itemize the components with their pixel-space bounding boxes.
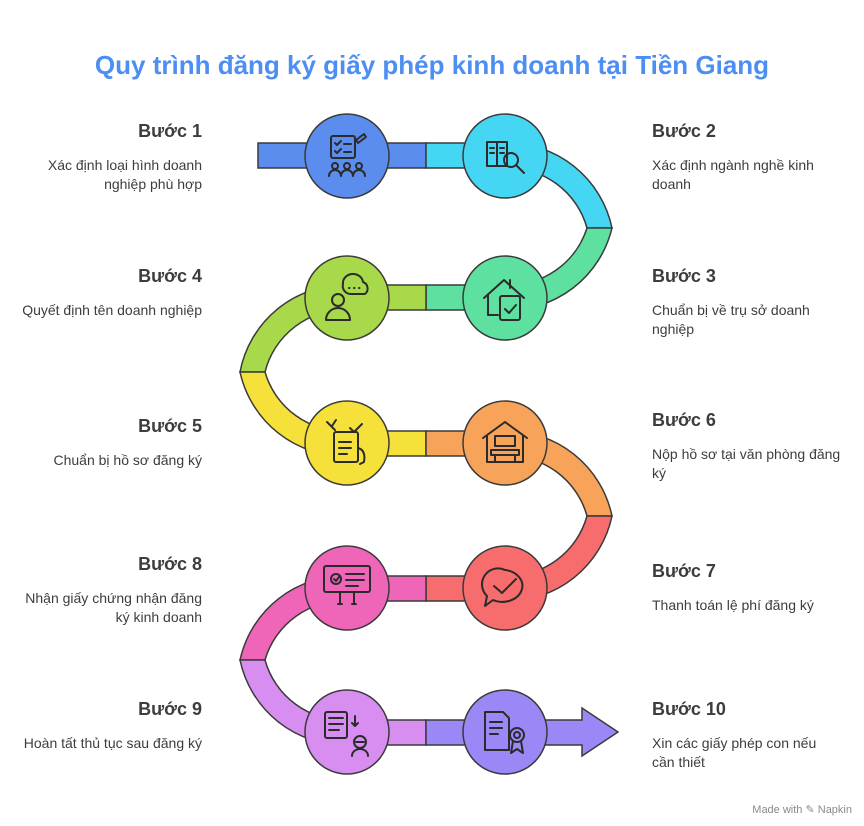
step-2: Bước 2 Xác định ngành nghề kinh doanh bbox=[652, 121, 842, 194]
step-8-title: Bước 8 bbox=[138, 554, 202, 574]
step-9: Bước 9 Hoàn tất thủ tục sau đăng ký bbox=[12, 699, 202, 753]
step-2-title: Bước 2 bbox=[652, 121, 716, 141]
document-person-icon bbox=[324, 711, 369, 757]
step-1-title: Bước 1 bbox=[138, 121, 202, 141]
house-document-icon bbox=[483, 279, 525, 321]
step-6-title: Bước 6 bbox=[652, 410, 716, 430]
book-search-icon bbox=[486, 141, 525, 174]
step-6: Bước 6 Nộp hồ sơ tại văn phòng đăng ký bbox=[652, 410, 842, 483]
step-node-9 bbox=[304, 689, 390, 775]
step-4: Bước 4 Quyết định tên doanh nghiệp bbox=[12, 266, 202, 320]
step-node-1 bbox=[304, 113, 390, 199]
step-2-desc: Xác định ngành nghề kinh doanh bbox=[652, 157, 814, 192]
certificate-icon bbox=[484, 711, 525, 754]
napkin-branding[interactable]: Made with ✎ Napkin bbox=[752, 804, 852, 816]
office-building-icon bbox=[482, 421, 528, 463]
step-1: Bước 1 Xác định loại hình doanh nghiệp p… bbox=[12, 121, 202, 194]
step-6-desc: Nộp hồ sơ tại văn phòng đăng ký bbox=[652, 446, 841, 481]
step-4-title: Bước 4 bbox=[138, 266, 202, 286]
step-9-title: Bước 9 bbox=[138, 699, 202, 719]
page-title: Quy trình đăng ký giấy phép kinh doanh t… bbox=[94, 50, 770, 80]
step-7-desc: Thanh toán lệ phí đăng ký bbox=[652, 597, 814, 613]
step-node-10 bbox=[462, 689, 548, 775]
step-3-title: Bước 3 bbox=[652, 266, 716, 286]
step-node-7 bbox=[462, 545, 548, 631]
step-node-4 bbox=[304, 255, 390, 341]
step-node-3 bbox=[462, 255, 548, 341]
step-10: Bước 10 Xin các giấy phép con nếu cần th… bbox=[652, 699, 842, 772]
step-7-title: Bước 7 bbox=[652, 561, 716, 581]
document-signing-icon bbox=[326, 419, 366, 465]
step-10-title: Bước 10 bbox=[652, 699, 726, 719]
step-8-desc: Nhận giấy chứng nhận đăng ký kinh doanh bbox=[25, 590, 202, 625]
step-5: Bước 5 Chuẩn bị hồ sơ đăng ký bbox=[12, 416, 203, 470]
checklist-people-icon bbox=[328, 133, 367, 177]
chat-check-icon bbox=[481, 567, 524, 607]
step-3: Bước 3 Chuẩn bị về trụ sở doanh nghiệp bbox=[652, 266, 842, 339]
step-10-desc: Xin các giấy phép con nếu cần thiết bbox=[652, 735, 817, 770]
step-node-2 bbox=[462, 113, 548, 199]
step-1-desc: Xác định loại hình doanh nghiệp phù hợp bbox=[47, 157, 202, 192]
step-7: Bước 7 Thanh toán lệ phí đăng ký bbox=[652, 561, 842, 615]
step-4-desc: Quyết định tên doanh nghiệp bbox=[22, 302, 202, 318]
step-node-6 bbox=[462, 400, 548, 486]
step-3-desc: Chuẩn bị về trụ sở doanh nghiệp bbox=[652, 302, 810, 337]
step-5-title: Bước 5 bbox=[138, 416, 202, 436]
step-node-8 bbox=[304, 545, 390, 631]
presentation-board-icon bbox=[323, 565, 371, 605]
step-5-desc: Chuẩn bị hồ sơ đăng ký bbox=[53, 452, 203, 468]
step-node-5 bbox=[304, 400, 390, 486]
step-8: Bước 8 Nhận giấy chứng nhận đăng ký kinh… bbox=[12, 554, 202, 627]
person-thinking-icon bbox=[325, 273, 369, 321]
step-9-desc: Hoàn tất thủ tục sau đăng ký bbox=[23, 735, 202, 751]
